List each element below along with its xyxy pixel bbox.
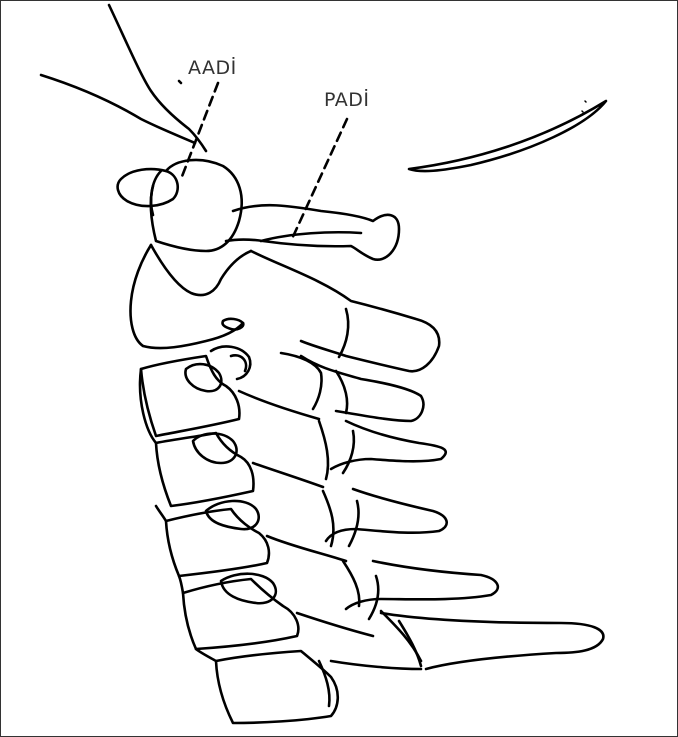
c5-facet [206, 501, 259, 529]
c1-anterior-arch [118, 169, 178, 206]
c3-body [141, 356, 239, 436]
c5-body [166, 509, 269, 576]
c1-arch-inner-line [261, 232, 361, 241]
aadi-pointer-line [181, 83, 218, 179]
c3-spinous-line [336, 371, 347, 413]
c2-body [131, 245, 244, 348]
jaw-dot [585, 101, 586, 102]
anterior-contour-3 [179, 576, 183, 593]
c6-lamina [343, 561, 359, 606]
aadi-tick [179, 81, 181, 83]
c5-pedicle [267, 536, 346, 561]
c2-spinous-process [251, 251, 439, 371]
c3-lamina [281, 353, 322, 409]
skull-lower-outline [41, 75, 195, 143]
aadi-label: AADİ [188, 57, 237, 79]
c3-spinous-process [301, 356, 423, 421]
c6-spinous-process [346, 561, 498, 609]
c2-lamina-line [339, 309, 348, 357]
padi-pointer-line [291, 119, 347, 241]
padi-label: PADİ [324, 89, 369, 111]
c6-body [183, 579, 298, 649]
c7-pedicle [331, 661, 421, 669]
c2-facet-small [231, 355, 246, 371]
mandible-outline [409, 101, 606, 171]
anterior-contour-2 [156, 506, 166, 521]
c4-pedicle [253, 463, 323, 487]
c4-lamina [319, 421, 328, 479]
c4-spinous-line [343, 431, 354, 473]
c5-spinous-line [349, 501, 359, 546]
t1-edge [319, 661, 329, 706]
c6-pedicle [297, 613, 373, 636]
c7-spinous-process [381, 613, 603, 669]
c4-body [156, 433, 254, 506]
dens-outline [151, 160, 242, 251]
c4-facet [193, 434, 237, 464]
c5-spinous-process [326, 489, 447, 541]
c3-pedicle [239, 391, 319, 419]
c2-dens-base [151, 245, 251, 295]
anterior-contour-4 [196, 649, 216, 661]
c6-spinous-line [369, 576, 378, 619]
jaw-dot-2 [582, 111, 583, 112]
